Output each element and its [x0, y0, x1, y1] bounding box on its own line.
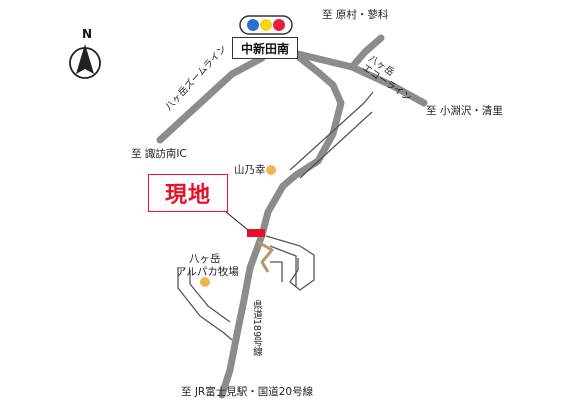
site-marker	[247, 229, 265, 237]
destination-bottom: 至 JR富士見駅・国道20号線	[181, 386, 314, 398]
north-label: N	[82, 27, 93, 41]
destination-top: 至 原村・蓼科	[322, 9, 389, 21]
temple-label: 山乃幸	[234, 164, 266, 176]
minor-road-east	[289, 91, 374, 171]
destination-right: 至 小淵沢・清里	[426, 105, 503, 117]
main-roads	[156, 34, 428, 399]
road-zoom-line	[156, 54, 266, 144]
traffic-signal-icon	[239, 15, 293, 35]
minor-road-west-inner	[189, 270, 231, 323]
road-to-haramura	[348, 34, 385, 71]
north-arrow-icon	[69, 44, 101, 79]
alpaca-farm-label-line1: 八ヶ岳	[189, 253, 221, 265]
minor-road-west-outer	[177, 268, 233, 341]
minor-road-block-2	[269, 245, 297, 286]
alpaca-farm-marker-icon	[200, 277, 210, 287]
junction-name-box: 中新田南	[232, 37, 298, 59]
signal-light-yellow	[260, 19, 272, 31]
site-leader-line	[225, 211, 249, 231]
road-prefectural-189	[218, 54, 345, 399]
temple-marker-icon	[266, 165, 276, 175]
minor-roads	[177, 91, 374, 341]
minor-road-block-3	[270, 261, 283, 282]
road-label-prefectural-189: 県道189号線	[250, 300, 262, 357]
signal-light-blue	[247, 19, 259, 31]
alpaca-farm-label-line2: アルパカ牧場	[176, 266, 239, 278]
minor-road-east-2	[299, 111, 373, 179]
signal-light-red	[273, 19, 285, 31]
minor-road-block	[265, 235, 315, 291]
access-lane	[257, 240, 274, 273]
site-label-box: 現地	[148, 174, 228, 212]
destination-left: 至 諏訪南IC	[131, 148, 187, 160]
road-eco-line-segment	[294, 50, 428, 107]
